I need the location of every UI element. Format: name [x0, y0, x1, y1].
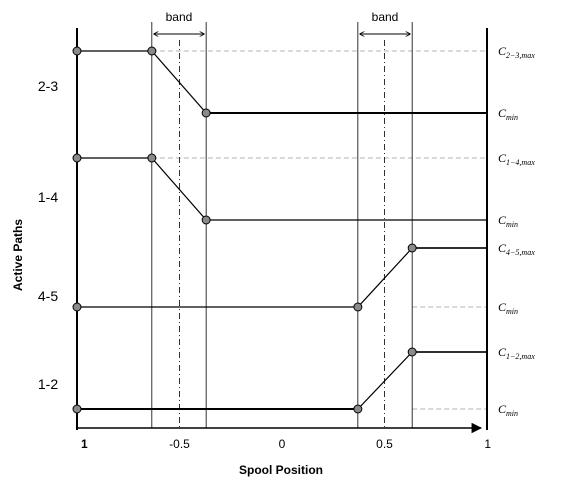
x-tick-label: 0.5 — [376, 437, 393, 451]
series-lines — [77, 50, 487, 410]
series-point — [72, 404, 82, 414]
min-level-label-subscript: min — [506, 409, 518, 418]
row-label: 1-4 — [38, 189, 58, 205]
max-level-label: C2−3,max — [498, 44, 535, 60]
x-tick-label: 0 — [279, 437, 286, 451]
reference-dashed-lines — [151, 50, 487, 410]
max-level-label: C1−2,max — [498, 345, 535, 361]
max-level-label-subscript: 4−5,max — [506, 248, 535, 257]
min-level-label: Cmin — [498, 213, 518, 229]
plot-frame — [76, 28, 488, 434]
series-line — [77, 157, 487, 221]
series-point — [72, 302, 82, 312]
series-line — [77, 247, 487, 308]
band-label: band — [372, 10, 399, 24]
series-point — [147, 46, 157, 56]
series-point — [72, 46, 82, 56]
min-level-label-base: C — [498, 300, 507, 314]
row-label: 1-2 — [38, 376, 58, 392]
series-point — [407, 347, 417, 357]
min-level-label-subscript: min — [506, 307, 518, 316]
max-level-label: C1−4,max — [498, 151, 535, 167]
y-axis-label: Active Paths — [11, 219, 25, 291]
min-level-label-base: C — [498, 213, 507, 227]
min-level-label: Cmin — [498, 106, 518, 122]
x-axis-label: Spool Position — [239, 463, 323, 477]
max-level-label-base: C — [498, 345, 507, 359]
min-level-label-subscript: min — [506, 113, 518, 122]
min-level-label-base: C — [498, 402, 507, 416]
max-level-label-subscript: 1−2,max — [506, 352, 535, 361]
max-level-label: C4−5,max — [498, 241, 535, 257]
series-point — [353, 404, 363, 414]
series-line — [77, 351, 487, 410]
min-level-label-base: C — [498, 106, 507, 120]
max-level-label-subscript: 2−3,max — [506, 51, 535, 60]
series-points — [72, 46, 417, 414]
min-level-label: Cmin — [498, 300, 518, 316]
series-point — [353, 302, 363, 312]
row-label: 2-3 — [38, 78, 58, 94]
band-boundary-lines — [151, 22, 413, 428]
series-point — [72, 153, 82, 163]
max-level-label-base: C — [498, 241, 507, 255]
series-point — [201, 108, 211, 118]
series-line — [77, 50, 487, 114]
series-point — [201, 215, 211, 225]
band-label: band — [166, 10, 193, 24]
min-level-label-subscript: min — [506, 220, 518, 229]
x-tick-label: 1 — [81, 437, 88, 451]
x-tick-label: 1 — [484, 437, 491, 451]
max-level-label-base: C — [498, 151, 507, 165]
max-level-label-subscript: 1−4,max — [506, 158, 535, 167]
row-label: 4-5 — [38, 288, 58, 304]
max-level-label-base: C — [498, 44, 507, 58]
series-point — [407, 243, 417, 253]
x-tick-label: -0.5 — [169, 437, 190, 451]
series-point — [147, 153, 157, 163]
min-level-label: Cmin — [498, 402, 518, 418]
